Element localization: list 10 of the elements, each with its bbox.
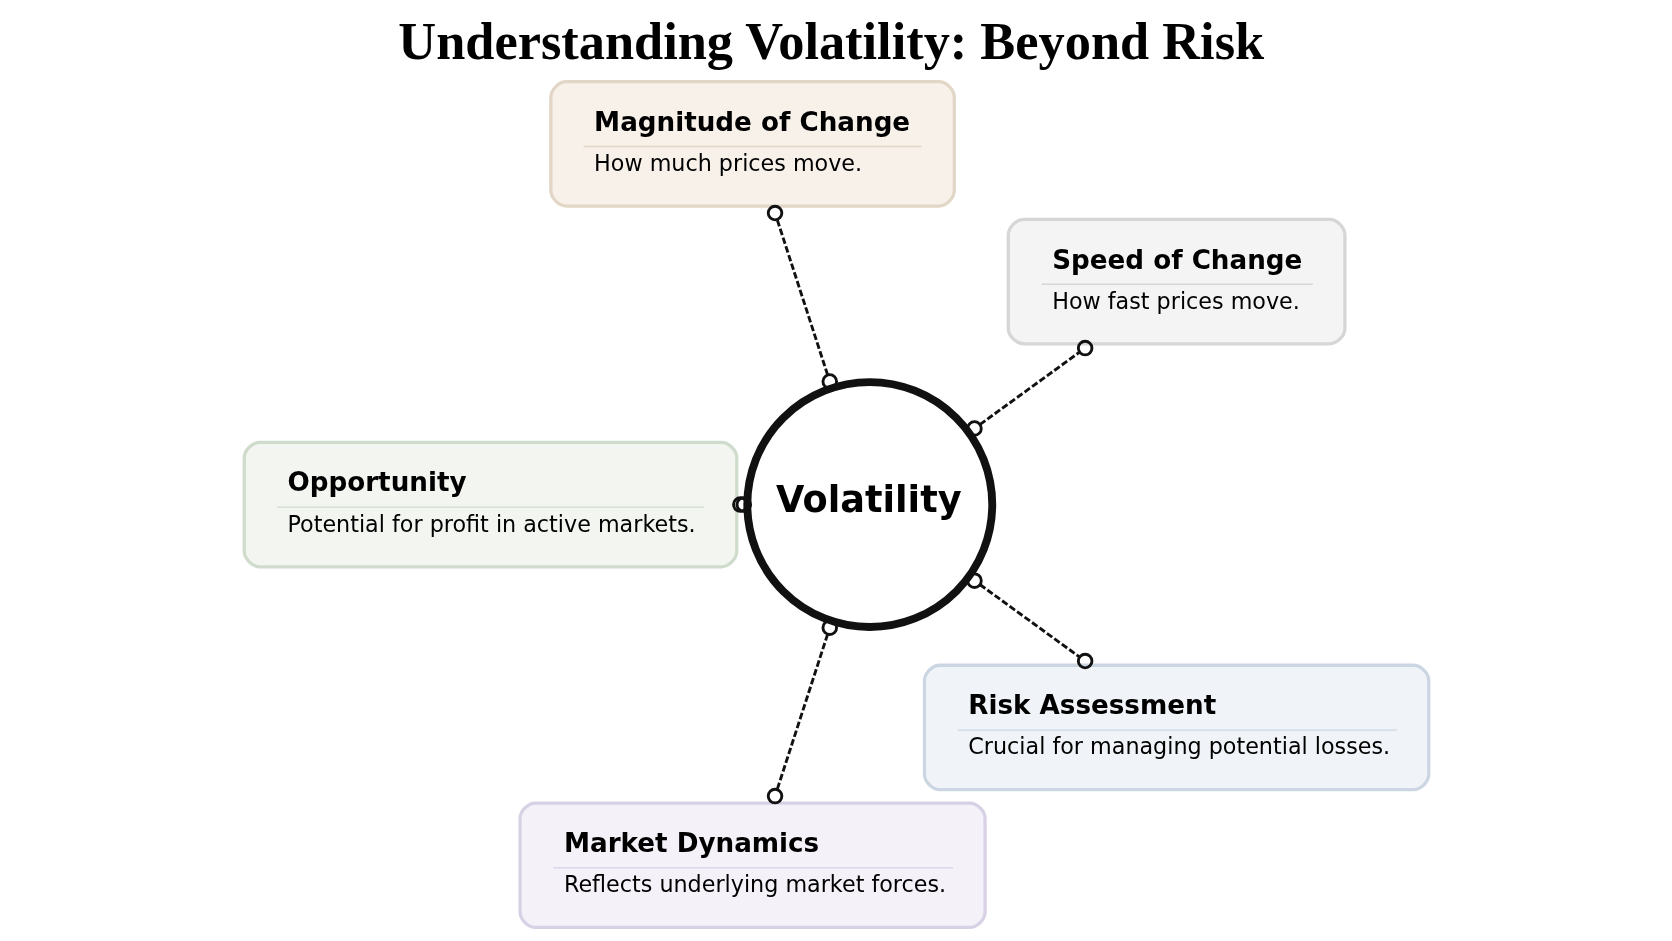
node-box: Speed of Change How fast prices move. bbox=[1006, 217, 1347, 346]
node-box: Magnitude of Change How much prices move. bbox=[548, 80, 956, 208]
connector bbox=[766, 204, 838, 390]
connector bbox=[766, 619, 838, 805]
connector bbox=[965, 572, 1093, 670]
node-box: Market Dynamics Reflects underlying market forces. bbox=[517, 801, 987, 930]
node-circle: Volatility bbox=[742, 378, 996, 631]
node-box: Risk Assessment Crucial for managing potential losses. bbox=[922, 663, 1430, 792]
diagram-title: Understanding Volatility: Beyond Risk bbox=[397, 12, 1264, 71]
connector bbox=[965, 339, 1093, 437]
